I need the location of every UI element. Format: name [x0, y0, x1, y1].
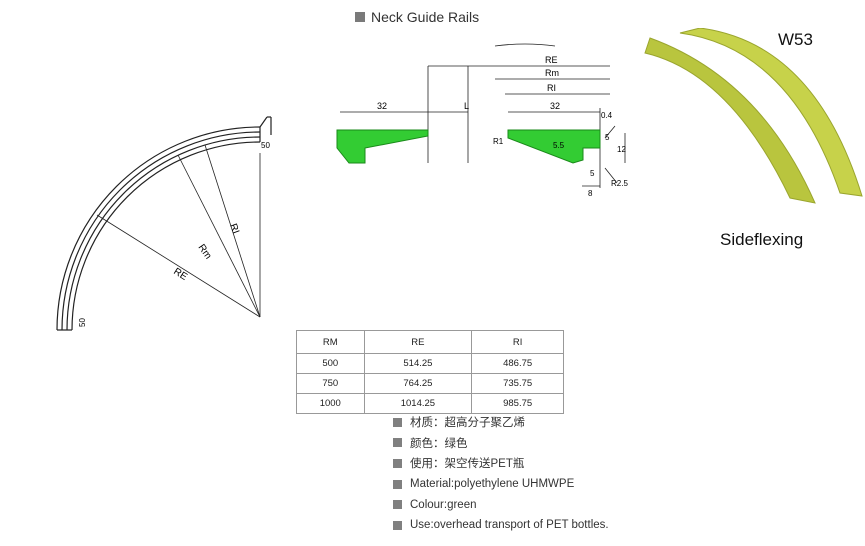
d5a-label: 5 — [605, 133, 610, 142]
section-title: Neck Guide Rails — [371, 9, 480, 25]
bullet-square-icon — [355, 12, 365, 22]
d12-label: 12 — [617, 145, 626, 154]
l-label: L — [464, 101, 469, 111]
table-row: 1000 1014.25 985.75 — [296, 393, 564, 414]
spec-text: 材质：超高分子聚乙烯 — [410, 417, 525, 430]
bullet-square-icon — [393, 417, 402, 427]
inner-arc — [71, 141, 261, 331]
left-rail-profile — [336, 129, 429, 164]
profile-drawing: 32 32 L RE Rm RI 0.4 5 12 5 8 R1 R2.5 5.… — [336, 43, 628, 198]
list-item: 材质：超高分子聚乙烯 — [393, 412, 609, 433]
outer-arc — [56, 126, 261, 331]
bullet-square-icon — [393, 479, 402, 489]
leader-line — [604, 125, 616, 139]
list-item: Colour:green — [393, 494, 609, 515]
d55-label: 5.5 — [553, 141, 565, 150]
table-cell: 500 — [296, 353, 365, 374]
section-header: Neck Guide Rails — [355, 9, 479, 25]
arc-line — [61, 131, 261, 331]
width-left-label: 32 — [377, 101, 387, 111]
rm-dim-label: Rm — [545, 68, 559, 78]
table-cell: 514.25 — [363, 353, 473, 374]
table-header-cell: RI — [471, 330, 564, 354]
spec-text: Use:overhead transport of PET bottles. — [410, 519, 609, 532]
table-cell: 1014.25 — [363, 393, 473, 414]
bullet-square-icon — [393, 438, 402, 448]
re-dim-label: RE — [545, 55, 558, 65]
rail-strip-inner — [679, 28, 863, 197]
spec-list: 材质：超高分子聚乙烯 颜色：绿色 使用：架空传送PET瓶 Material:po… — [393, 412, 609, 536]
bullet-square-icon — [393, 500, 402, 510]
table-cell: 985.75 — [471, 393, 564, 414]
table-cell: 486.75 — [471, 353, 564, 374]
width-label-bottom: 50 — [78, 318, 87, 327]
radius-table: RM RE RI 500 514.25 486.75 750 764.25 73… — [296, 330, 564, 414]
spec-text: 使用：架空传送PET瓶 — [410, 458, 525, 471]
r1-label: R1 — [493, 137, 504, 146]
table-cell: 750 — [296, 373, 365, 394]
table-header-cell: RE — [363, 330, 473, 354]
end-extension — [259, 116, 268, 128]
list-item: 使用：架空传送PET瓶 — [393, 453, 609, 474]
rm-label: Rm — [196, 242, 214, 261]
width-label-top: 50 — [261, 141, 270, 150]
bullet-square-icon — [393, 520, 402, 530]
d8-label: 8 — [588, 189, 593, 198]
list-item: 颜色：绿色 — [393, 433, 609, 454]
table-cell: 1000 — [296, 393, 365, 414]
ri-dim-label: RI — [547, 83, 556, 93]
table-row: 500 514.25 486.75 — [296, 353, 564, 374]
d04-label: 0.4 — [601, 111, 613, 120]
r25-label: R2.5 — [611, 179, 628, 188]
product-label: Sideflexing — [720, 230, 804, 249]
width-right-label: 32 — [550, 101, 560, 111]
d5b-label: 5 — [590, 169, 595, 178]
right-rail-profile — [507, 129, 601, 164]
rail-strip-outer — [644, 37, 816, 204]
radius-line-ri — [204, 144, 261, 318]
curve-drawing: RE Rm RI 50 50 — [56, 116, 272, 331]
ri-label: RI — [227, 222, 241, 235]
table-header-row: RM RE RI — [296, 330, 564, 354]
top-arc — [494, 43, 556, 47]
bullet-square-icon — [393, 458, 402, 468]
arc-line — [66, 136, 261, 331]
spec-text: Colour:green — [410, 498, 477, 511]
table-cell: 764.25 — [363, 373, 473, 394]
table-cell: 735.75 — [471, 373, 564, 394]
product-code: W53 — [778, 30, 813, 49]
spec-text: 颜色：绿色 — [410, 437, 468, 450]
list-item: Use:overhead transport of PET bottles. — [393, 515, 609, 536]
table-header-cell: RM — [296, 330, 365, 354]
radius-line-re — [96, 214, 261, 318]
rail-photo — [644, 28, 863, 204]
list-item: Material:polyethylene UHMWPE — [393, 474, 609, 495]
radius-line-rm — [177, 154, 261, 318]
spec-text: Material:polyethylene UHMWPE — [410, 478, 575, 491]
table-row: 750 764.25 735.75 — [296, 373, 564, 394]
re-label: RE — [171, 266, 189, 283]
leader-line — [604, 167, 618, 184]
